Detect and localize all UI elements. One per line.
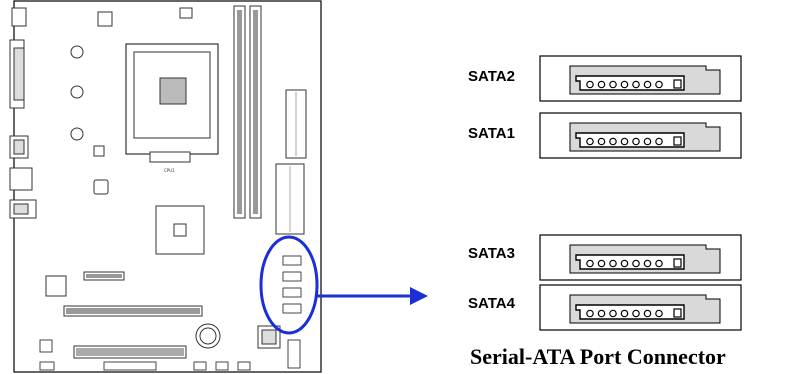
cpu-socket: CPU1 xyxy=(125,43,219,173)
fan-header-top xyxy=(179,7,193,19)
diagram-caption: Serial-ATA Port Connector xyxy=(470,344,726,369)
dimm-slots xyxy=(233,5,262,219)
bottom-headers xyxy=(39,339,301,371)
sata-callout-ellipse xyxy=(259,235,319,335)
sata2-connector-shape xyxy=(539,55,742,102)
sata3-label: SATA3 xyxy=(468,245,515,262)
sata4-connector-shape xyxy=(539,284,742,331)
sata4-label: SATA4 xyxy=(468,295,515,312)
sata3-connector-shape xyxy=(539,234,742,281)
io-panel xyxy=(9,7,37,219)
board-sata-headers xyxy=(282,255,302,314)
sata1-connector-shape xyxy=(539,112,742,159)
atx12v-connector xyxy=(97,11,113,27)
sata2-label: SATA2 xyxy=(468,68,515,85)
svg-text:CPU1: CPU1 xyxy=(164,168,175,173)
sata1-label: SATA1 xyxy=(468,125,515,142)
super-io-chip xyxy=(45,275,67,297)
callout-arrow-head xyxy=(410,287,428,305)
